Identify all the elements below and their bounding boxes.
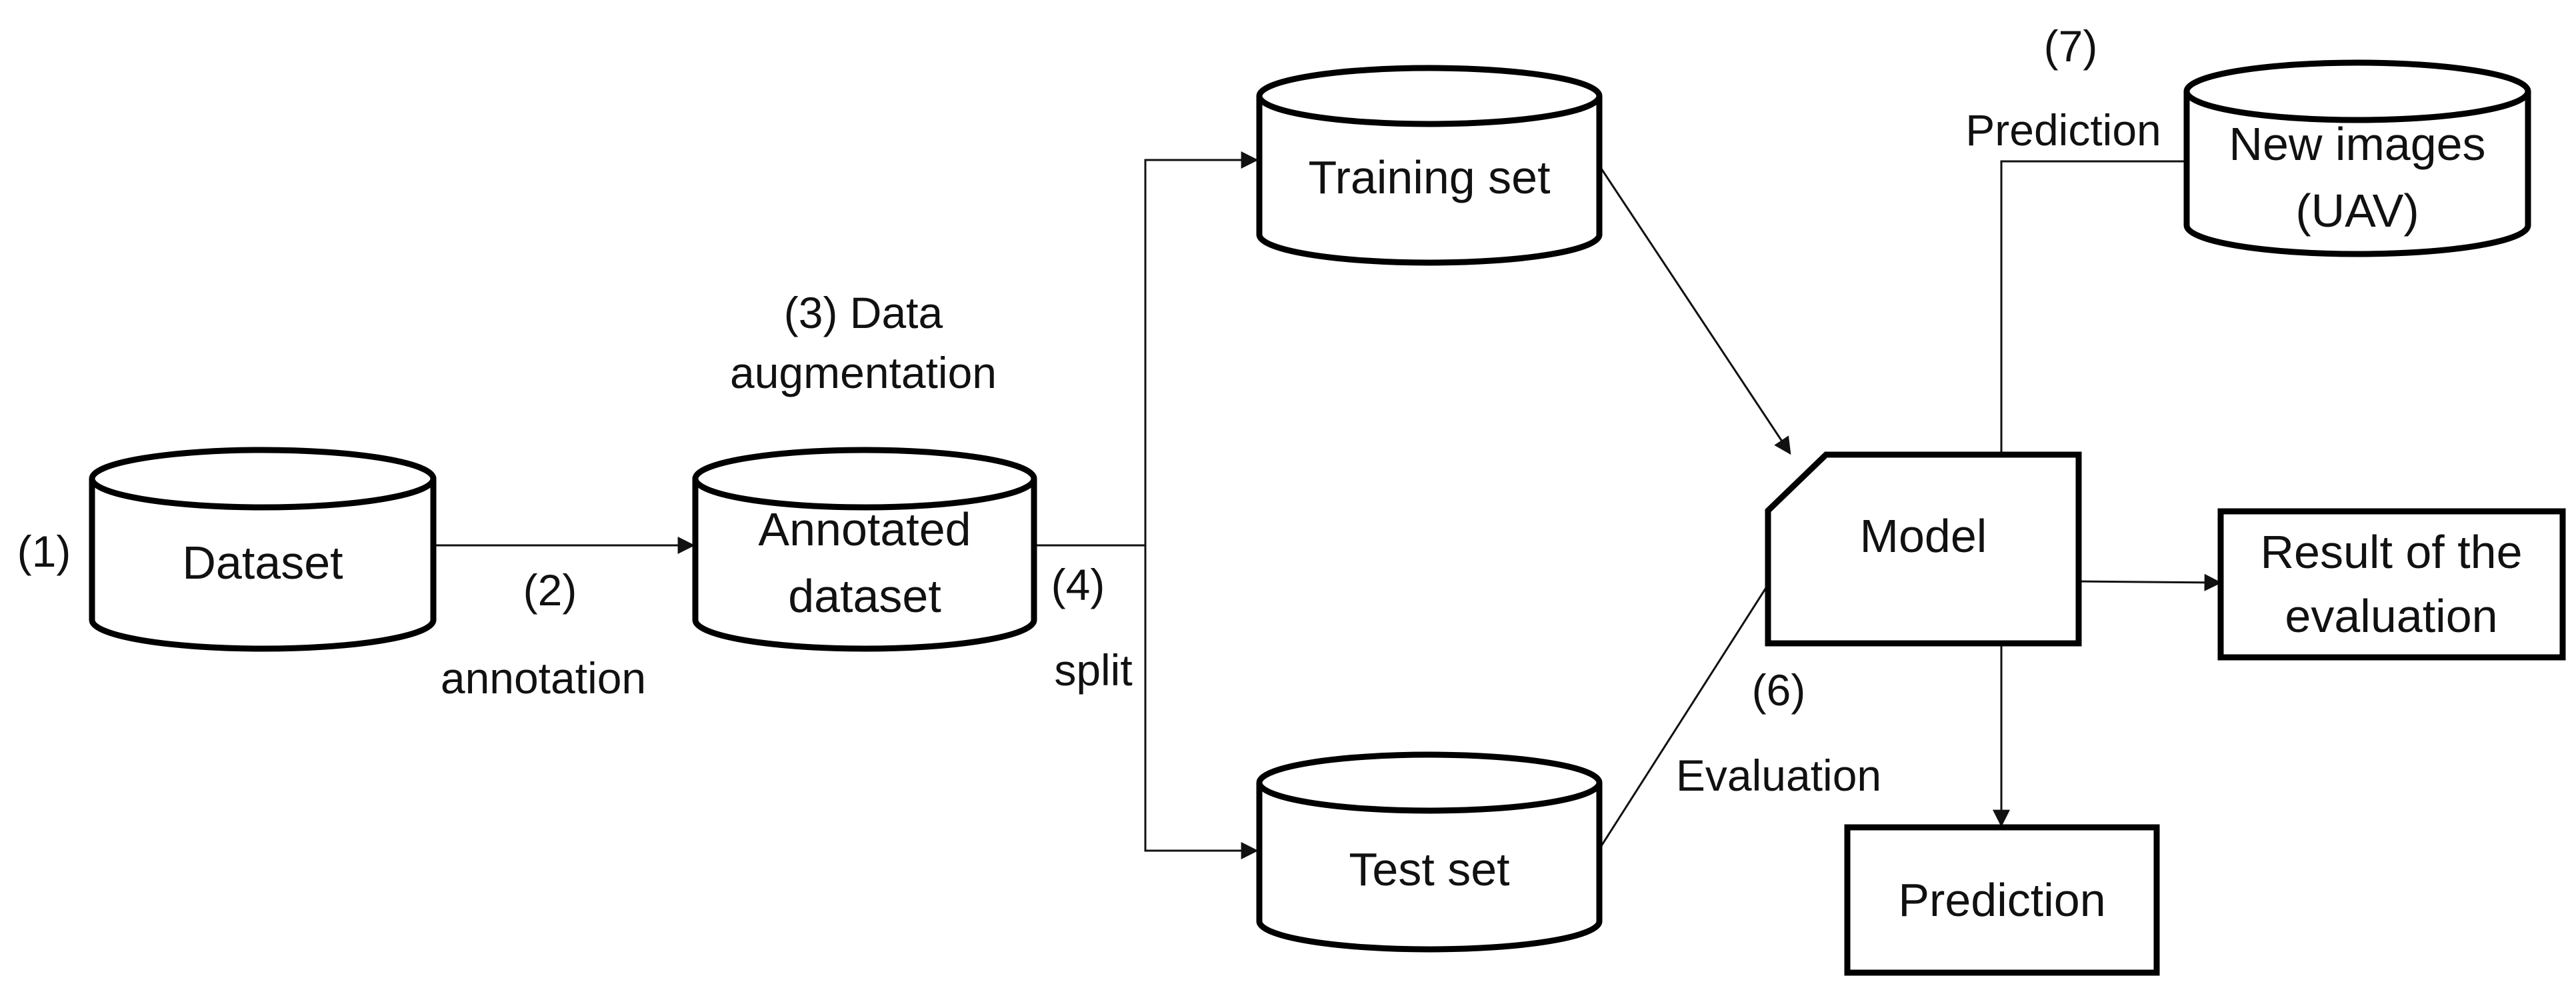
result-label-line2: evaluation [2285, 590, 2497, 642]
model-label: Model [1860, 510, 1987, 562]
prediction-box: Prediction [1844, 824, 2160, 976]
training-to-model-arrow [1599, 166, 1791, 455]
test-set-cylinder: Test set [1256, 751, 1603, 953]
data-augmentation-label: augmentation [730, 348, 997, 397]
test-to-model-connector [1599, 584, 1769, 849]
training-set-label: Training set [1308, 151, 1550, 203]
split-label: split [1054, 645, 1132, 695]
step-1-label: (1) [17, 527, 71, 576]
annotated-dataset-cylinder: Annotated dataset [692, 447, 1037, 652]
split-to-test-arrow [1144, 545, 1259, 859]
dataset-label: Dataset [182, 537, 343, 589]
prediction-box-label: Prediction [1898, 874, 2105, 926]
prediction-step-label: Prediction [1965, 105, 2161, 155]
step-7-label: (7) [2044, 21, 2098, 71]
result-label-line1: Result of the [2261, 526, 2523, 578]
new-images-label-line1: New images [2229, 118, 2485, 170]
model-to-result-arrow [2075, 573, 2222, 591]
step-3-label: (3) Data [784, 288, 943, 337]
newimages-to-prediction-connector [2000, 160, 2184, 448]
new-images-cylinder: New images (UAV) [2183, 59, 2531, 257]
model-node: Model [1765, 451, 2082, 647]
annotated-dataset-label-line1: Annotated [758, 503, 971, 555]
new-images-label-line2: (UAV) [2295, 185, 2419, 237]
result-of-evaluation-box: Result of the evaluation [2217, 508, 2566, 661]
split-to-training-arrow [1144, 151, 1259, 545]
step-4-label: (4) [1051, 560, 1105, 609]
annotated-dataset-label-line2: dataset [788, 570, 941, 622]
dataset-cylinder: Dataset [89, 447, 437, 652]
step-6-label: (6) [1752, 665, 1806, 715]
test-set-label: Test set [1349, 843, 1509, 895]
step-2-label: (2) [523, 565, 577, 615]
evaluation-label: Evaluation [1676, 751, 1881, 800]
training-set-cylinder: Training set [1256, 65, 1603, 266]
annotation-label: annotation [441, 653, 646, 703]
